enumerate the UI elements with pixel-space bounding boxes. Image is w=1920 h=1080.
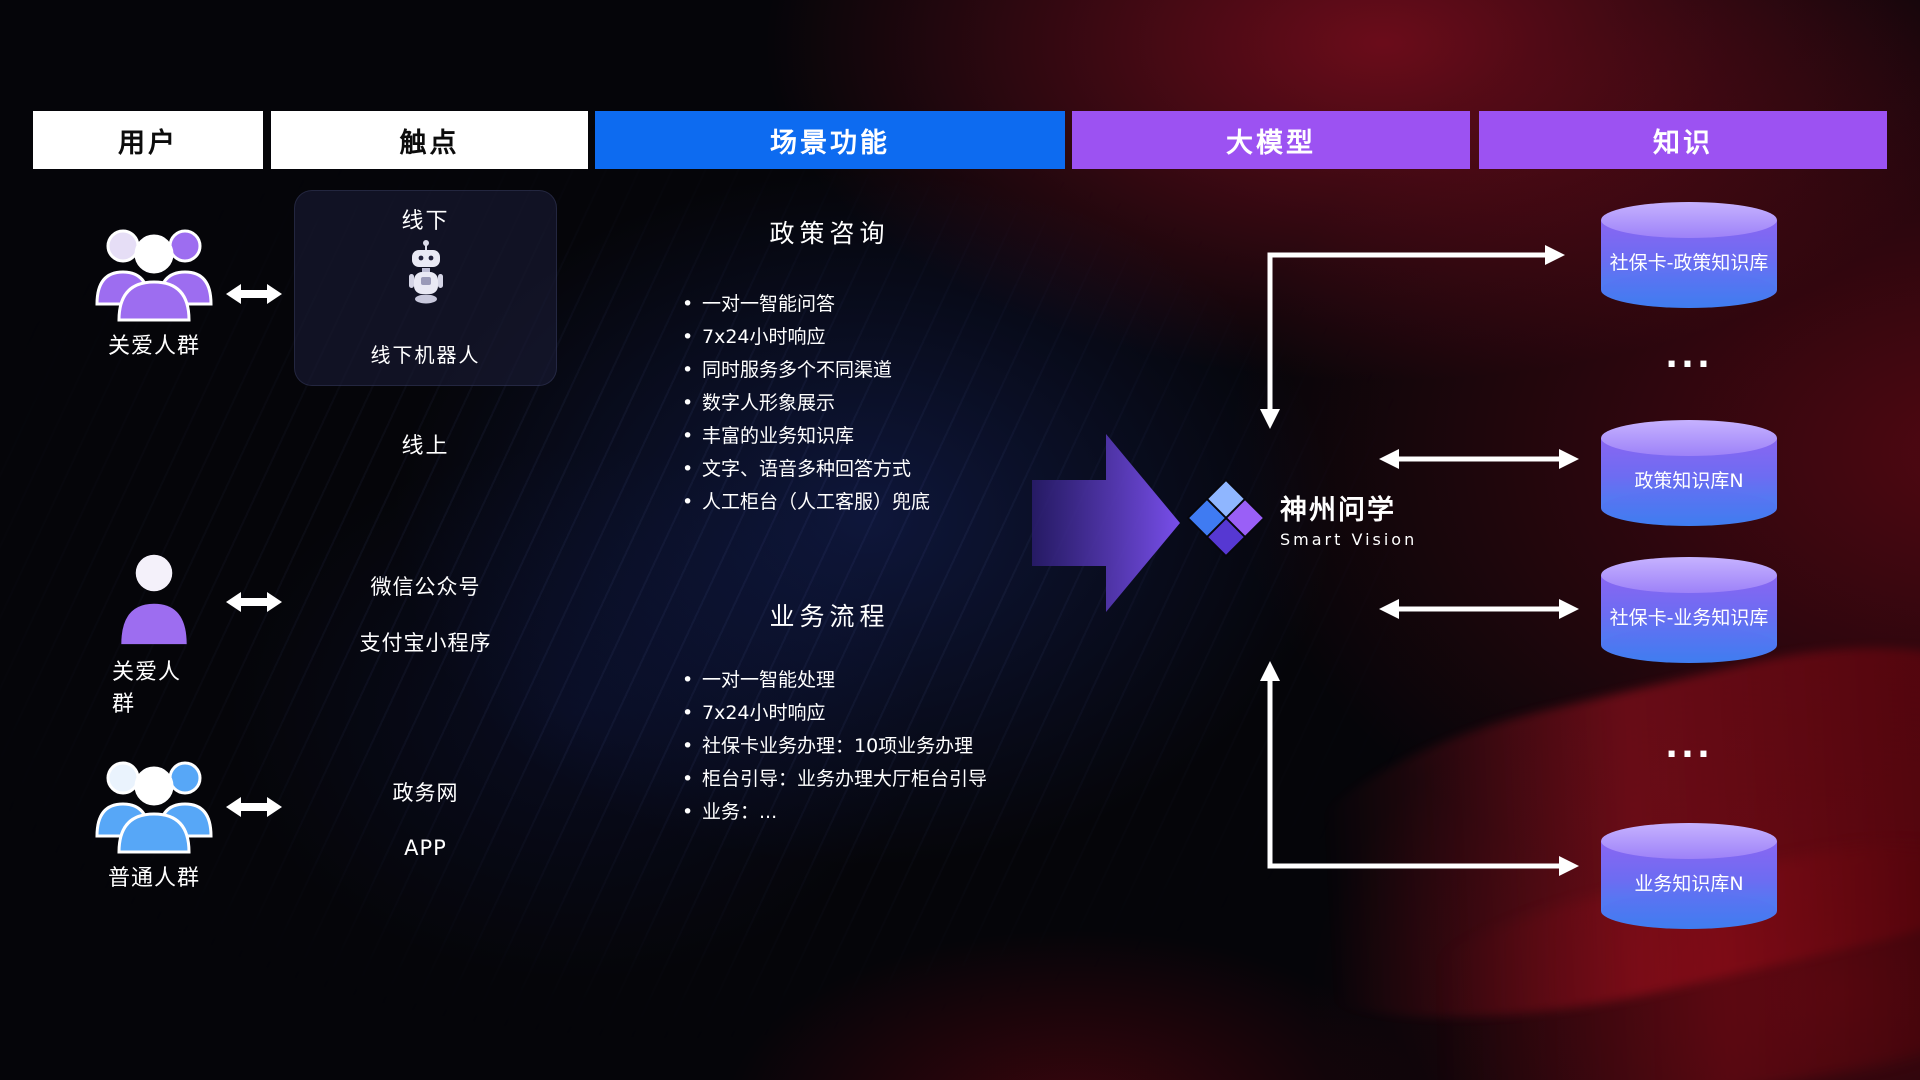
scene-bullet-item: 一对一智能问答: [680, 288, 930, 321]
policy-bullet-list: 一对一智能问答 7x24小时响应 同时服务多个不同渠道 数字人形象展示 丰富的业…: [680, 288, 930, 519]
kb-ellipsis: ...: [1665, 336, 1713, 376]
person-icon: [121, 554, 187, 645]
scene-bullet-item: 丰富的业务知识库: [680, 420, 930, 453]
offline-touchpoint-card: 线下 线下机器人: [294, 190, 557, 386]
background-streaks: [0, 120, 1400, 1040]
header-users: 用户: [33, 111, 263, 169]
cylinder-bottom: [1601, 490, 1777, 526]
user-caring-group-1: 关爱人群: [88, 218, 220, 360]
scene-bullet-item: 数字人形象展示: [680, 387, 930, 420]
diamond-logo-icon: [1186, 478, 1266, 558]
kb-ellipsis: ...: [1665, 726, 1713, 766]
double-arrow-icon: [226, 797, 282, 817]
user-ordinary-group: 普通人群: [88, 750, 220, 892]
robot-icon: [408, 240, 443, 304]
robot-image-wrap: [295, 239, 556, 305]
scene-bullet-item: 文字、语音多种回答方式: [680, 453, 930, 486]
double-arrow-icon: [226, 592, 282, 612]
scene-title-business: 业务流程: [769, 602, 890, 631]
channel-app: APP: [404, 836, 447, 860]
model-subtitle: Smart Vision: [1280, 529, 1418, 549]
cylinder-top: [1601, 557, 1777, 593]
channel-gov-web: 政务网: [392, 781, 459, 805]
kb-label: 业务知识库N: [1634, 872, 1744, 895]
scene-bullet-item: 同时服务多个不同渠道: [680, 354, 930, 387]
kb-cylinder-sscard-policy: 社保卡-政策知识库: [1601, 202, 1777, 308]
user-label: 关爱人群: [112, 660, 182, 717]
cylinder-bottom: [1601, 272, 1777, 308]
offline-robot-label: 线下机器人: [370, 343, 481, 367]
header-knowledge: 知识: [1479, 111, 1887, 169]
cylinder-bottom: [1601, 893, 1777, 929]
group-icon: [95, 761, 213, 854]
header-model: 大模型: [1072, 111, 1470, 169]
scene-bullet-item: 人工柜台（人工客服）兜底: [680, 486, 930, 519]
offline-title: 线下: [401, 209, 450, 234]
online-title: 线上: [401, 434, 450, 459]
model-name: 神州问学: [1280, 494, 1396, 526]
cylinder-bottom: [1601, 627, 1777, 663]
kb-cylinder-sscard-business: 社保卡-业务知识库: [1601, 557, 1777, 663]
cylinder-top: [1601, 202, 1777, 238]
scene-bullet-item: 社保卡业务办理：10项业务办理: [680, 730, 987, 763]
kb-label: 社保卡-业务知识库: [1609, 606, 1769, 629]
cylinder-top: [1601, 420, 1777, 456]
scene-bullet-item: 柜台引导：业务办理大厅柜台引导: [680, 763, 987, 796]
kb-cylinder-business-n: 业务知识库N: [1601, 823, 1777, 929]
business-bullet-list: 一对一智能处理 7x24小时响应 社保卡业务办理：10项业务办理 柜台引导：业务…: [680, 664, 987, 829]
model-logo: 神州问学 Smart Vision: [1186, 478, 1417, 558]
user-label: 关爱人群: [107, 334, 200, 359]
scene-bullet-item: 7x24小时响应: [680, 697, 987, 730]
channel-wechat: 微信公众号: [370, 575, 481, 599]
double-arrow-icon: [226, 284, 282, 304]
scene-bullet-item: 一对一智能处理: [680, 664, 987, 697]
header-scene: 场景功能: [595, 111, 1065, 169]
flow-arrow-icon: [1032, 434, 1180, 612]
user-label: 普通人群: [107, 866, 200, 891]
scene-bullet-item: 业务：...: [680, 796, 987, 829]
kb-label: 政策知识库N: [1634, 469, 1744, 492]
channel-alipay: 支付宝小程序: [359, 631, 492, 655]
group-icon: [95, 229, 213, 322]
header-touchpoint: 触点: [271, 111, 588, 169]
scene-title-policy: 政策咨询: [769, 219, 890, 248]
scene-bullet-item: 7x24小时响应: [680, 321, 930, 354]
kb-cylinder-policy-n: 政策知识库N: [1601, 420, 1777, 526]
model-logo-text: 神州问学 Smart Vision: [1280, 488, 1417, 549]
user-caring-single: 关爱人群: [112, 548, 196, 718]
kb-label: 社保卡-政策知识库: [1609, 251, 1769, 274]
cylinder-top: [1601, 823, 1777, 859]
